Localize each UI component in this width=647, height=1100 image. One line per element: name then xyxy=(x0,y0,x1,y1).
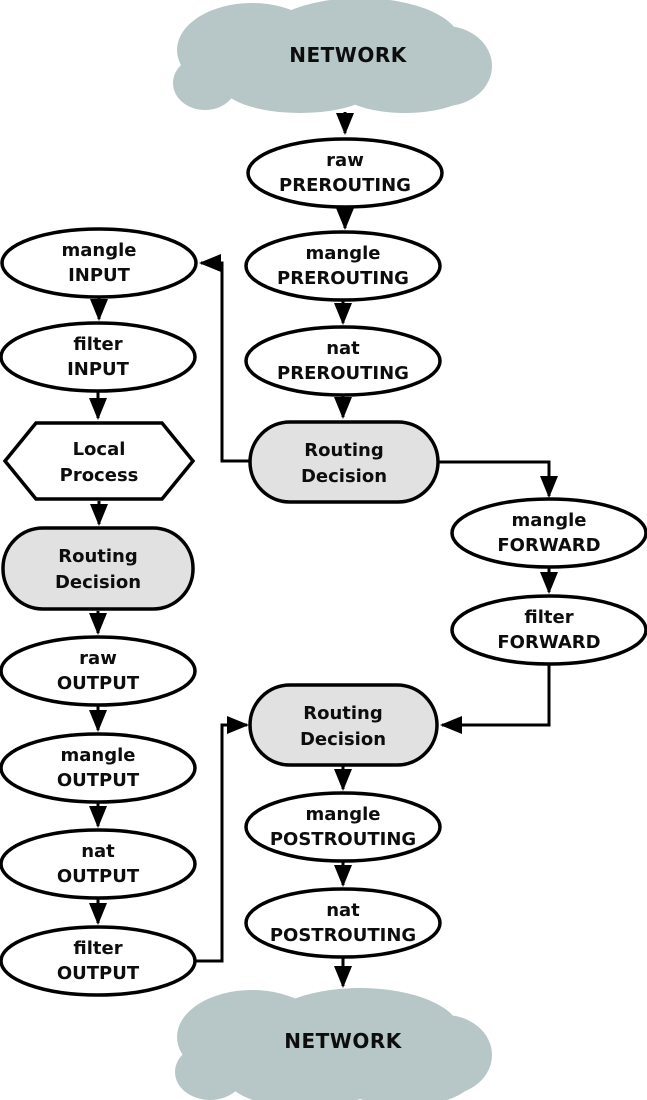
node-table-label: raw xyxy=(79,648,117,669)
node-table-label: raw xyxy=(326,150,364,171)
routing-decision-main: Routing Decision xyxy=(248,420,440,504)
node-table-label: mangle xyxy=(306,243,381,264)
cloud-lobe xyxy=(173,56,237,110)
routing-decision-label-line2: Decision xyxy=(55,572,141,593)
node-chain-label: OUTPUT xyxy=(57,673,140,694)
edge-filter-forward-to-routing-post xyxy=(440,664,551,734)
node-chain-label: PREROUTING xyxy=(277,268,409,289)
node-nat-prerouting: nat PREROUTING xyxy=(244,325,442,397)
cloud-lobe xyxy=(175,1044,245,1100)
routing-decision-label-line2: Decision xyxy=(301,466,387,487)
node-nat-postrouting: nat POSTROUTING xyxy=(244,887,442,959)
node-table-label: mangle xyxy=(512,510,587,531)
routing-decision-label-line1: Routing xyxy=(304,440,384,461)
node-table-label: nat xyxy=(81,841,115,862)
node-chain-label: INPUT xyxy=(68,265,131,286)
routing-decision-label-line1: Routing xyxy=(58,546,138,567)
cloud-lobe xyxy=(337,61,473,113)
edge-routing-main-to-mangle-input xyxy=(199,254,252,463)
node-filter-input: filter INPUT xyxy=(0,321,197,393)
local-process: Local Process xyxy=(2,421,196,501)
cloud-network-top: NETWORK xyxy=(173,0,492,113)
node-nat-output: nat OUTPUT xyxy=(0,828,197,900)
node-mangle-postrouting: mangle POSTROUTING xyxy=(244,791,442,863)
cloud-network-bottom: NETWORK xyxy=(175,988,492,1100)
node-table-label: mangle xyxy=(61,745,136,766)
node-filter-output: filter OUTPUT xyxy=(0,925,197,997)
network-bottom-label: NETWORK xyxy=(284,1029,403,1053)
node-chain-label: INPUT xyxy=(67,359,130,380)
node-chain-label: FORWARD xyxy=(497,632,600,653)
node-mangle-forward: mangle FORWARD xyxy=(450,497,647,569)
node-table-label: mangle xyxy=(306,804,381,825)
node-chain-label: PREROUTING xyxy=(277,363,409,384)
node-table-label: filter xyxy=(524,607,573,628)
node-chain-label: POSTROUTING xyxy=(270,829,416,850)
node-raw-prerouting: raw PREROUTING xyxy=(246,137,444,209)
node-table-label: nat xyxy=(326,900,360,921)
cloud-lobe xyxy=(220,53,380,113)
node-table-label: mangle xyxy=(62,240,137,261)
routing-decision-label-line1: Routing xyxy=(303,703,383,724)
node-table-label: nat xyxy=(326,338,360,359)
node-chain-label: FORWARD xyxy=(497,535,600,556)
node-mangle-output: mangle OUTPUT xyxy=(0,732,197,804)
local-process-label-line2: Process xyxy=(60,465,139,486)
routing-decision-local: Routing Decision xyxy=(1,526,195,611)
node-chain-label: OUTPUT xyxy=(57,866,140,887)
node-table-label: filter xyxy=(73,938,122,959)
edge-filter-output-to-routing-post xyxy=(195,716,249,963)
cloud-lobe xyxy=(337,1050,473,1100)
network-top-label: NETWORK xyxy=(289,43,408,67)
node-filter-forward: filter FORWARD xyxy=(450,594,647,666)
local-process-label-line1: Local xyxy=(73,439,126,460)
node-chain-label: OUTPUT xyxy=(57,770,140,791)
routing-decision-post: Routing Decision xyxy=(248,683,439,767)
node-mangle-input: mangle INPUT xyxy=(0,227,198,299)
node-chain-label: POSTROUTING xyxy=(270,925,416,946)
node-mangle-prerouting: mangle PREROUTING xyxy=(244,230,442,302)
node-chain-label: OUTPUT xyxy=(57,963,140,984)
node-chain-label: PREROUTING xyxy=(279,175,411,196)
node-table-label: filter xyxy=(73,334,122,355)
edge-routing-main-to-mangle-forward xyxy=(436,460,558,498)
routing-decision-label-line2: Decision xyxy=(300,729,386,750)
node-raw-output: raw OUTPUT xyxy=(0,635,197,707)
